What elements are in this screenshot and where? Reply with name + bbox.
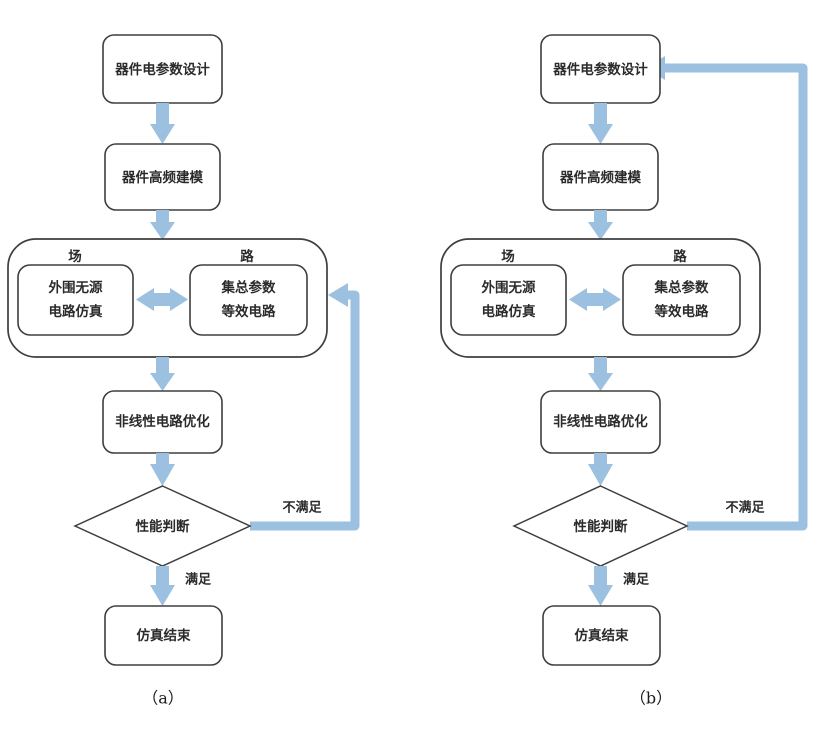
panel-a-arrow-modeling-to-group [150, 210, 175, 240]
panel-b-arrow-group-to-optimize [588, 357, 613, 391]
panel-a-caption: （a） [142, 689, 184, 708]
panel-b-arrow-modeling-to-group [588, 210, 613, 240]
panel-b-node-field-sim-line2: 电路仿真 [482, 303, 536, 320]
panel-a-feedback-path [250, 290, 360, 531]
panel-b-feedback-path [665, 63, 808, 531]
panel-b-node-lumped-circuit[interactable] [622, 264, 741, 336]
panel-a-arrow-decision-to-end [150, 566, 175, 606]
panel-b-edge-label-fail: 不满足 [725, 500, 765, 516]
panel-a-feedback-arrowhead [328, 283, 348, 307]
panel-b-node-field-sim-line1: 外围无源 [482, 279, 536, 296]
panel-b-decision-label: 性能判断 [574, 518, 628, 535]
panel-a-node-optimize-label: 非线性电路优化 [115, 413, 210, 430]
panel-b-node-optimize-label: 非线性电路优化 [553, 413, 648, 430]
panel-b-group-right-title: 路 [673, 248, 687, 265]
panel-b-group-left-title: 场 [501, 249, 515, 265]
panel-a-node-field-sim-line2: 电路仿真 [49, 303, 103, 320]
panel-a-node-end-label: 仿真结束 [137, 627, 191, 644]
panel-a-bidirectional-arrow [136, 288, 188, 311]
panel-b-node-end-label: 仿真结束 [575, 627, 629, 644]
panel-b-node-field-sim[interactable] [450, 264, 567, 336]
panel-b-node-design-label: 器件电参数设计 [552, 61, 648, 78]
panel-a-arrow-optimize-to-decision [150, 453, 175, 486]
panel-a-node-lumped-circuit[interactable] [189, 264, 308, 336]
panel-a-arrow-group-to-optimize [150, 357, 175, 391]
panel-a-node-lumped-circuit-line1: 集总参数 [221, 279, 276, 296]
panel-b: 器件电参数设计 器件高频建模 场 路 外围无源 电路仿真 [440, 34, 808, 708]
panel-a-node-end[interactable] [104, 605, 223, 666]
panel-a-edge-label-fail: 不满足 [282, 500, 322, 516]
panel-a-edge-label-pass: 满足 [185, 572, 212, 588]
panel-a-arrow-design-to-modeling [150, 103, 175, 144]
panel-a-decision-label: 性能判断 [136, 518, 190, 535]
panel-b-arrow-optimize-to-decision [588, 453, 613, 486]
panel-b-edge-label-pass: 满足 [623, 572, 650, 588]
panel-a: 器件电参数设计 器件高频建模 场 路 外围无源 电路仿真 [7, 34, 360, 708]
panel-b-caption: （b） [630, 689, 672, 708]
panel-a-group-left-title: 场 [68, 249, 82, 265]
panel-a-feedback-loop [250, 283, 360, 531]
panel-b-arrow-decision-to-end [588, 566, 613, 606]
panel-b-bidirectional-arrow [569, 288, 621, 311]
panel-a-node-design-label: 器件电参数设计 [114, 61, 210, 78]
panel-b-node-modeling-label: 器件高频建模 [559, 169, 641, 186]
panel-a-node-modeling-label: 器件高频建模 [121, 169, 203, 186]
panel-a-node-lumped-circuit-line2: 等效电路 [222, 303, 276, 320]
panel-a-group-right-title: 路 [240, 248, 254, 265]
panel-a-node-field-sim[interactable] [17, 264, 134, 336]
panel-b-node-end[interactable] [542, 605, 661, 666]
panel-a-node-field-sim-line1: 外围无源 [49, 279, 103, 296]
panel-b-node-lumped-circuit-line2: 等效电路 [655, 303, 709, 320]
panel-b-node-lumped-circuit-line1: 集总参数 [654, 279, 709, 296]
panel-b-arrow-design-to-modeling [588, 103, 613, 144]
